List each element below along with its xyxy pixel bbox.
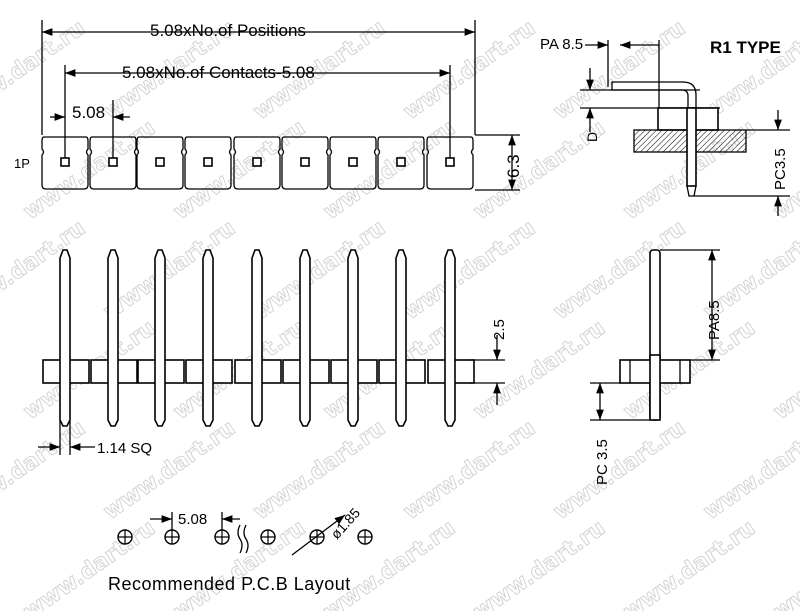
watermark-text: www.dart.ru bbox=[549, 216, 690, 325]
watermark-text: www.dart.ru bbox=[769, 516, 800, 611]
pitch-dimension: 5.08 bbox=[72, 103, 105, 122]
header-pad bbox=[136, 136, 184, 190]
header-pad bbox=[329, 136, 377, 190]
end-pa-dimension: PA8.5 bbox=[706, 300, 723, 340]
header-pad bbox=[281, 136, 329, 190]
pin-hole bbox=[445, 157, 455, 167]
pin-hole bbox=[60, 157, 70, 167]
hole-crosshair bbox=[358, 530, 372, 544]
watermark-text: www.dart.ru bbox=[169, 516, 310, 611]
pin-hole bbox=[348, 157, 358, 167]
pin-hole bbox=[396, 157, 406, 167]
pin-hole bbox=[300, 157, 310, 167]
pcb-pitch-dimension: 5.08 bbox=[178, 511, 207, 528]
header-pad bbox=[89, 136, 137, 190]
pin-hole bbox=[155, 157, 165, 167]
hole-crosshair bbox=[165, 530, 179, 544]
hole-crosshair bbox=[261, 530, 275, 544]
pa-dimension: PA 8.5 bbox=[540, 36, 583, 53]
watermark-text: www.dart.ru bbox=[319, 116, 460, 225]
pin-size-dimension: 1.14 SQ bbox=[97, 440, 152, 457]
r1-type-title: R1 TYPE bbox=[710, 38, 781, 57]
pin1-label: 1P bbox=[14, 156, 30, 171]
hole-crosshair bbox=[118, 530, 132, 544]
hole-crosshair bbox=[215, 530, 229, 544]
header-pad bbox=[233, 136, 281, 190]
height-dimension: 6.3 bbox=[504, 154, 523, 178]
watermark-text: www.dart.ru bbox=[249, 416, 390, 525]
pin bbox=[59, 249, 71, 427]
pcb-layout: 5.08 ø1.85 Recommended P.C.B Layout bbox=[108, 505, 373, 594]
header-pad bbox=[377, 136, 425, 190]
header-pad bbox=[41, 136, 89, 190]
pin bbox=[107, 249, 119, 427]
pin bbox=[251, 249, 263, 427]
watermark-text: www.dart.ru bbox=[399, 216, 540, 325]
watermark-text: www.dart.ru bbox=[99, 416, 240, 525]
positions-dimension: 5.08xNo.of Positions bbox=[150, 21, 306, 40]
pin bbox=[202, 249, 214, 427]
end-pc-dimension: PC 3.5 bbox=[594, 439, 611, 485]
watermark-text: www.dart.ru bbox=[19, 516, 160, 611]
r1-type-view: R1 TYPE PA 8.5 D PC3.5 bbox=[540, 36, 790, 216]
pin bbox=[299, 249, 311, 427]
pin-hole bbox=[203, 157, 213, 167]
pc-dimension: PC3.5 bbox=[772, 148, 789, 190]
end-view: PA8.5 PC 3.5 bbox=[590, 249, 723, 485]
pin bbox=[154, 249, 166, 427]
watermark-text: www.dart.ru bbox=[99, 216, 240, 325]
pin bbox=[444, 249, 456, 427]
watermark-text: www.dart.ru bbox=[469, 516, 610, 611]
watermark-text: www.dart.ru bbox=[0, 416, 90, 525]
pcb-caption: Recommended P.C.B Layout bbox=[108, 574, 351, 594]
contacts-dimension: 5.08xNo.of Contacts-5.08 bbox=[122, 63, 315, 82]
pin-hole bbox=[108, 157, 118, 167]
header-pad bbox=[426, 136, 474, 190]
pin bbox=[347, 249, 359, 427]
d-dimension: D bbox=[584, 132, 600, 142]
watermark-text: www.dart.ru bbox=[619, 516, 760, 611]
pin bbox=[395, 249, 407, 427]
pins-row bbox=[42, 249, 475, 427]
watermark-text: www.dart.ru bbox=[769, 316, 800, 425]
header-pads bbox=[41, 136, 474, 190]
top-view: 5.08xNo.of Positions 5.08xNo.of Contacts… bbox=[14, 20, 523, 191]
watermark-text: www.dart.ru bbox=[399, 416, 540, 525]
side-view: 2.5 1.14 SQ bbox=[38, 249, 508, 457]
watermark-text: www.dart.ru bbox=[549, 416, 690, 525]
watermark-text: www.dart.ru bbox=[0, 216, 90, 325]
hole-crosshair bbox=[310, 530, 324, 544]
watermark-text: www.dart.ru bbox=[169, 116, 310, 225]
pin-hole bbox=[252, 157, 262, 167]
housing-dimension: 2.5 bbox=[491, 319, 508, 340]
header-pad bbox=[184, 136, 232, 190]
watermark-text: www.dart.ru bbox=[249, 216, 390, 325]
watermark-text: www.dart.ru bbox=[699, 416, 800, 525]
